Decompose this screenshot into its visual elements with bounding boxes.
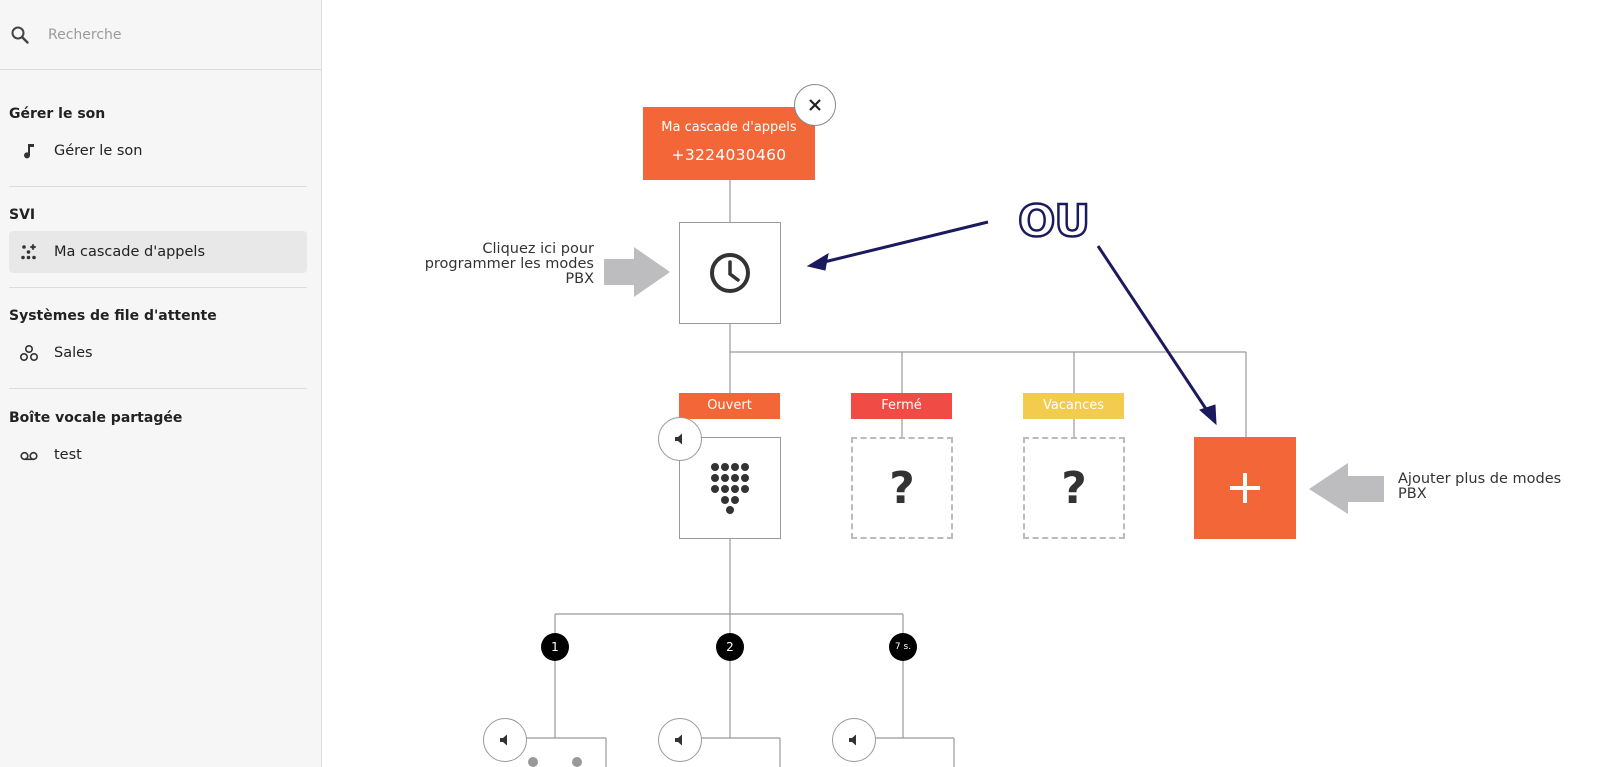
hint-line: PBX bbox=[565, 271, 594, 287]
sidebar: Gérer le son Gérer le son SVI Ma cascade… bbox=[0, 0, 322, 767]
plus-icon bbox=[1230, 473, 1260, 503]
sidebar-item-call-cascade[interactable]: Ma cascade d'appels bbox=[9, 231, 307, 273]
sound-button[interactable] bbox=[832, 718, 876, 762]
close-button[interactable] bbox=[794, 84, 836, 126]
hint-line: PBX bbox=[1398, 486, 1427, 502]
flow-canvas: Cliquez ici pour programmer les modes PB… bbox=[322, 0, 1600, 767]
timeout-badge: 7 s. bbox=[889, 633, 917, 661]
dialpad-icon bbox=[711, 463, 749, 514]
holiday-mode-node[interactable]: ? bbox=[1023, 437, 1125, 539]
speaker-icon bbox=[849, 734, 856, 746]
sidebar-item-label: Sales bbox=[54, 345, 93, 361]
menu-key-badge: 1 bbox=[541, 633, 569, 661]
root-node-number: +3224030460 bbox=[671, 146, 787, 164]
connector-lines bbox=[512, 180, 1384, 767]
section-title: SVI bbox=[9, 207, 36, 223]
divider bbox=[9, 186, 307, 187]
divider bbox=[9, 388, 307, 389]
closed-mode-node[interactable]: ? bbox=[851, 437, 953, 539]
sound-button[interactable] bbox=[483, 718, 527, 762]
mode-label-holiday: Vacances bbox=[1023, 393, 1124, 419]
hint-line: Ajouter plus de modes bbox=[1398, 471, 1562, 487]
schedule-node[interactable] bbox=[679, 222, 781, 324]
section-svi: SVI Ma cascade d'appels bbox=[9, 205, 307, 273]
sidebar-item-manage-sound[interactable]: Gérer le son bbox=[9, 130, 307, 172]
section-title: Gérer le son bbox=[9, 106, 106, 122]
search-bar bbox=[0, 0, 321, 70]
call-cascade-root-node[interactable]: Ma cascade d'appels +3224030460 bbox=[643, 107, 815, 180]
sidebar-item-label: test bbox=[54, 447, 82, 463]
search-icon bbox=[11, 26, 29, 44]
clock-icon bbox=[710, 253, 750, 293]
or-label: OU bbox=[1017, 195, 1092, 249]
voicemail-icon bbox=[20, 451, 38, 461]
sidebar-item-label: Ma cascade d'appels bbox=[54, 244, 205, 260]
close-icon bbox=[809, 99, 821, 111]
music-note-icon bbox=[24, 144, 34, 159]
unknown-mark: ? bbox=[1061, 462, 1087, 514]
add-hint: Ajouter plus de modes PBX bbox=[1398, 472, 1598, 502]
menu-key-badge: 2 bbox=[716, 633, 744, 661]
root-node-name: Ma cascade d'appels bbox=[661, 120, 797, 135]
hint-line: programmer les modes bbox=[424, 256, 594, 272]
sidebar-item-test[interactable]: test bbox=[9, 434, 307, 476]
hint-line: Cliquez ici pour bbox=[482, 241, 594, 257]
section-shared-voicemail: Boîte vocale partagée test bbox=[9, 408, 307, 476]
sidebar-item-sales[interactable]: Sales bbox=[9, 332, 307, 374]
ivr-tree-icon bbox=[21, 244, 36, 260]
speaker-icon bbox=[675, 734, 682, 746]
sidebar-item-label: Gérer le son bbox=[54, 143, 143, 159]
section-queues: Systèmes de file d'attente Sales bbox=[9, 306, 307, 374]
mode-label-open: Ouvert bbox=[679, 393, 780, 419]
unknown-mark: ? bbox=[889, 462, 915, 514]
speaker-icon bbox=[675, 433, 682, 445]
divider bbox=[9, 287, 307, 288]
speaker-icon bbox=[500, 734, 507, 746]
sound-button[interactable] bbox=[658, 417, 702, 461]
section-manage-sound: Gérer le son Gérer le son bbox=[9, 104, 307, 172]
mode-label-closed: Fermé bbox=[851, 393, 952, 419]
section-title: Systèmes de file d'attente bbox=[9, 308, 217, 324]
add-mode-button[interactable] bbox=[1194, 437, 1296, 539]
section-title: Boîte vocale partagée bbox=[9, 410, 183, 426]
sound-button[interactable] bbox=[658, 718, 702, 762]
search-input[interactable] bbox=[44, 20, 312, 50]
schedule-hint: Cliquez ici pour programmer les modes PB… bbox=[394, 242, 594, 287]
queue-group-icon bbox=[19, 344, 39, 362]
